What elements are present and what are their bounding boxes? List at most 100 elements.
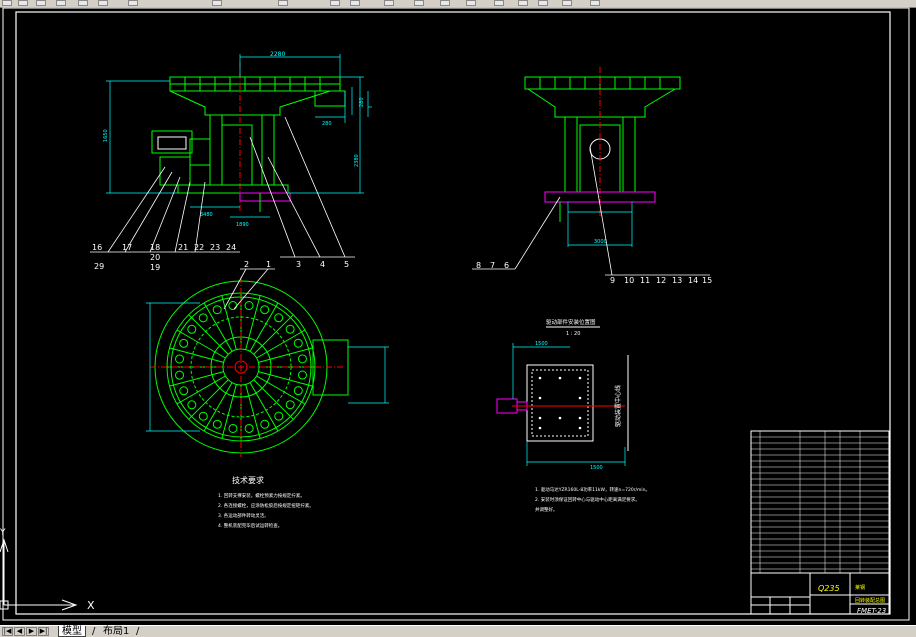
part-number: 10 (624, 276, 634, 285)
part-number: 11 (640, 276, 650, 285)
ucs-y-label: Y (0, 528, 6, 538)
side-leaders (472, 146, 710, 276)
bolt-circle (179, 386, 189, 396)
title-drawing-number: FMET-23 (857, 607, 886, 615)
next-tab-button[interactable]: ▶ (26, 627, 37, 636)
toolbar-button[interactable] (538, 0, 548, 6)
toolbar-button[interactable] (494, 0, 504, 6)
toolbar-button[interactable] (414, 0, 424, 6)
part-number: 8 (476, 261, 481, 270)
spoke-line (176, 375, 226, 405)
drawing-frame (15, 11, 891, 615)
spoke-line (253, 379, 294, 420)
bolt-circle (285, 324, 295, 334)
toolbar-button[interactable] (2, 0, 12, 6)
technical-requirements: 技术要求 1. 回转支撑安装，螺栓预紧力按规定拧紧。 2. 各连接螺栓，应涂防松… (218, 475, 314, 529)
bolt-circle (244, 423, 254, 433)
part-number: 16 (92, 243, 102, 252)
toolbar-button[interactable] (78, 0, 88, 6)
toolbar-button[interactable] (440, 0, 450, 6)
bolt-circle (285, 400, 295, 410)
tab-layout1[interactable]: 布局1 (103, 626, 130, 637)
notes-title: 技术要求 (232, 475, 264, 485)
layout-tab-bar: |◀ ◀ ▶ ▶| 模型 / 布局1 / (0, 625, 916, 637)
bolt-circle (293, 386, 303, 396)
toolbar-button[interactable] (56, 0, 66, 6)
bolt-circle (179, 338, 189, 348)
spoke-line (188, 314, 229, 355)
spoke-line (203, 302, 233, 352)
part-number: 23 (210, 243, 220, 252)
plan-view[interactable] (146, 277, 389, 457)
spoke-line (249, 302, 279, 352)
bolt-circle (293, 338, 303, 348)
toolbar-button[interactable] (562, 0, 572, 6)
spoke-line (245, 384, 261, 439)
spoke-line (253, 314, 294, 355)
toolbar-button[interactable] (350, 0, 360, 6)
model-space-canvas[interactable]: 2280 280 280 1650 2380 1890 3480 16 17 1… (0, 7, 916, 625)
bolt-circle (175, 354, 185, 364)
dim-base-2: 3480 (200, 212, 213, 218)
dim-side-base: 3000 (594, 239, 607, 245)
toolbar-button[interactable] (18, 0, 28, 6)
ucs-icon (0, 538, 78, 611)
layout-view[interactable]: 驱动部件安装位置图 1 : 20 驱动装置中心线 1500 1500 1. 驱动… (496, 318, 650, 513)
ucs-x-label: X (87, 599, 95, 612)
prev-tab-button[interactable]: ◀ (14, 627, 25, 636)
part-number: 9 (610, 276, 615, 285)
part-number: 17 (122, 243, 132, 252)
toolbar-button[interactable] (518, 0, 528, 6)
note-item: 1. 回转支撑安装，螺栓预紧力按规定拧紧。 (218, 492, 305, 499)
title-name: 回转装配总图 (855, 597, 885, 604)
dim-height-2: 2380 (354, 154, 360, 167)
bolt-circle (187, 324, 197, 334)
part-number: 1 (266, 260, 271, 269)
tab-separator: / (136, 626, 140, 637)
toolbar-button[interactable] (212, 0, 222, 6)
last-tab-button[interactable]: ▶| (38, 627, 49, 636)
toolbar-button[interactable] (330, 0, 340, 6)
toolbar-button[interactable] (98, 0, 108, 6)
dim-top-width: 2280 (270, 51, 285, 58)
layout-note: 2. 安装时须保证回转中心与驱动中心距离满足要求。 (535, 496, 640, 503)
parts-list (750, 430, 890, 574)
layout-title: 驱动部件安装位置图 (546, 318, 596, 326)
spoke-line (203, 382, 233, 432)
bolt-circle (297, 354, 307, 364)
toolbar-button[interactable] (384, 0, 394, 6)
toolbar-button[interactable] (278, 0, 288, 6)
bolt-circle (228, 301, 238, 311)
layout-vertical-label: 驱动装置中心线 (614, 385, 622, 427)
bolt-circle (228, 423, 238, 433)
dim-base-1: 1890 (236, 222, 249, 228)
toolbar-button[interactable] (590, 0, 600, 6)
part-number: 19 (150, 263, 160, 272)
part-number: 7 (490, 261, 495, 270)
dim-height-1: 1650 (103, 129, 109, 142)
tab-model[interactable]: 模型 (58, 626, 86, 637)
spoke-line (256, 375, 306, 405)
toolbar-button[interactable] (466, 0, 476, 6)
side-view[interactable]: 3000 (524, 67, 681, 247)
first-tab-button[interactable]: |◀ (2, 627, 13, 636)
toolbar-button[interactable] (128, 0, 138, 6)
part-number: 13 (672, 276, 682, 285)
toolbar-button[interactable] (36, 0, 46, 6)
dim-layout-top: 1500 (535, 341, 548, 347)
part-number: 24 (226, 243, 236, 252)
bolt-circle (274, 313, 284, 323)
front-view[interactable]: 2280 280 280 1650 2380 1890 3480 (103, 51, 372, 228)
plan-leaders (223, 268, 275, 310)
part-number: 21 (178, 243, 188, 252)
front-leaders (90, 116, 355, 258)
part-number: 20 (150, 253, 160, 262)
part-number: 4 (320, 260, 325, 269)
layout-scale: 1 : 20 (566, 331, 580, 337)
part-number: 6 (504, 261, 509, 270)
bolt-circle (175, 370, 185, 380)
spoke-line (221, 295, 237, 350)
tab-separator: / (92, 626, 96, 637)
title-block (750, 572, 890, 615)
spoke-line (169, 347, 224, 363)
